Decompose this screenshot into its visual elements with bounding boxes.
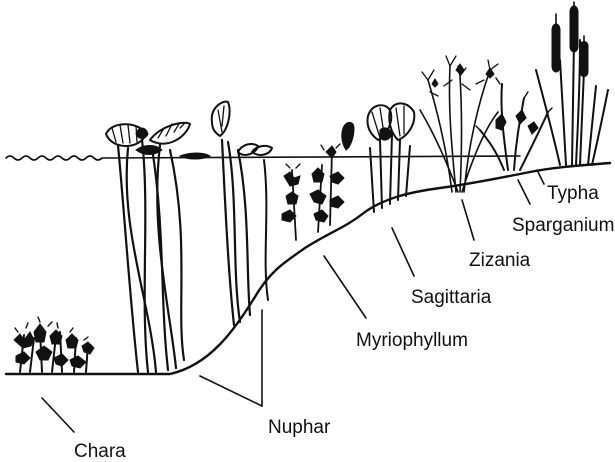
zizania-plants <box>420 56 498 192</box>
label-zizania: Zizania <box>469 250 531 271</box>
chara-plants <box>14 317 94 372</box>
sagittaria-leader-line <box>392 228 414 276</box>
myriophyllum-plants <box>282 144 344 240</box>
nuphar-plants <box>106 102 272 372</box>
label-typha: Typha <box>547 183 599 204</box>
label-myriophyllum: Myriophyllum <box>356 330 468 351</box>
chara-leader-line <box>42 398 74 432</box>
zizania-leader-line <box>462 200 474 240</box>
label-chara: Chara <box>74 441 126 462</box>
typha-plants <box>536 2 608 165</box>
typha-leader-line <box>538 172 544 184</box>
label-sagittaria: Sagittaria <box>411 287 492 308</box>
label-nuphar: Nuphar <box>268 417 331 438</box>
label-sparganium: Sparganium <box>512 215 614 236</box>
sparganium-leader-line <box>518 180 530 204</box>
nuphar-leader-line-1 <box>200 376 262 406</box>
myriophyllum-leader-line <box>324 256 366 318</box>
